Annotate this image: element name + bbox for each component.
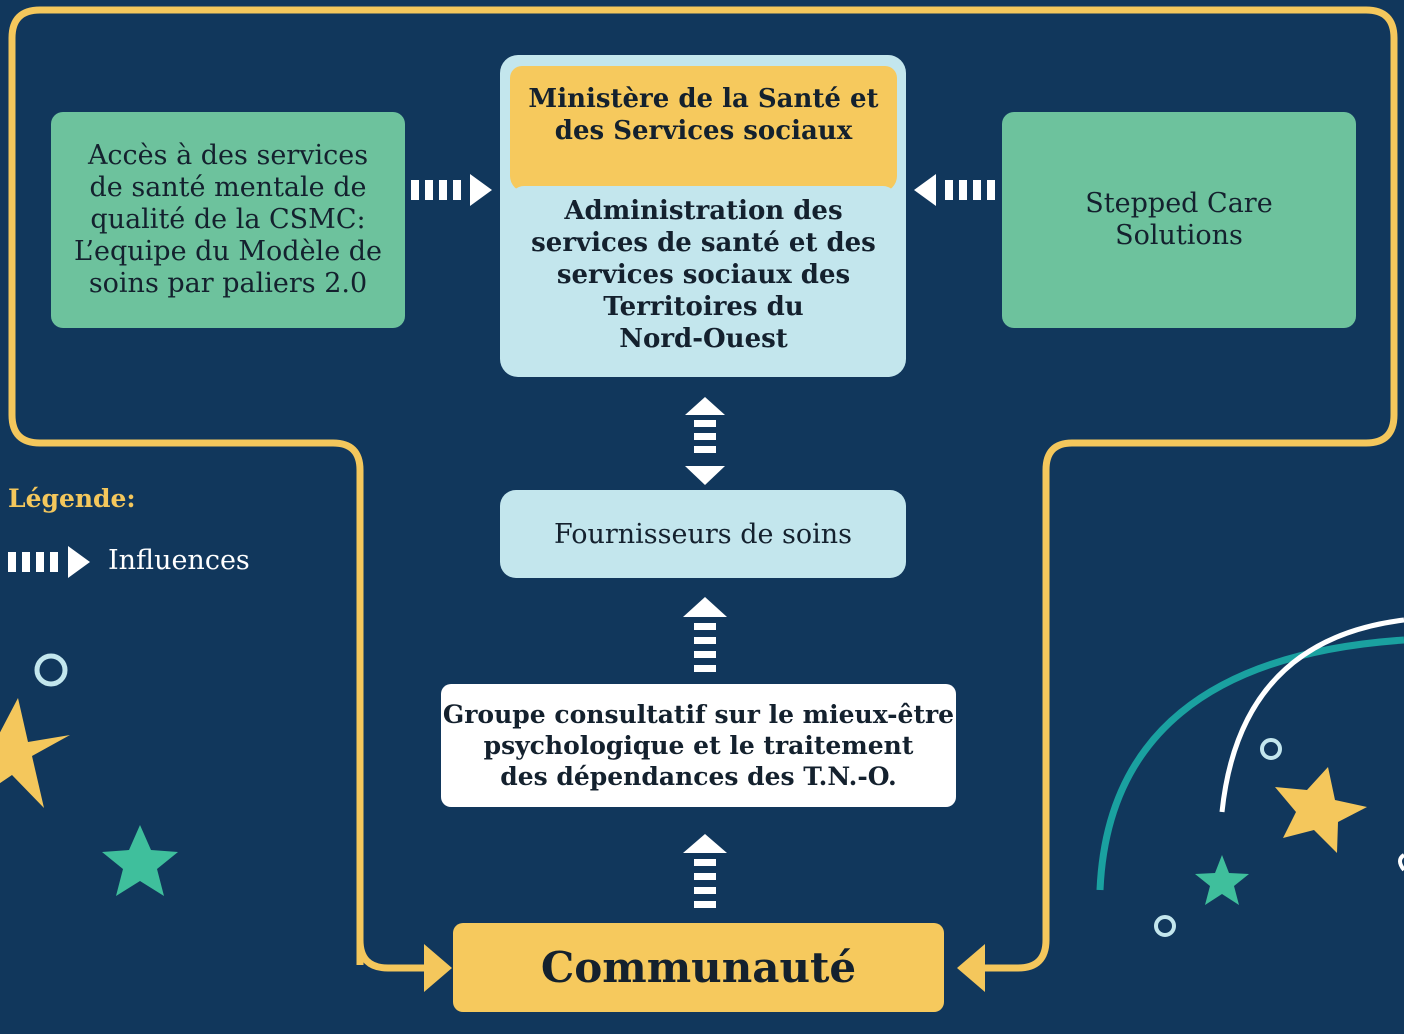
frame-outline-left [8, 6, 1398, 972]
influence-arrow-left [411, 174, 492, 206]
care-providers-box: Fournisseurs de soins [500, 490, 906, 578]
csmc-stepped-care-team-box: Accès à des services de santé mentale de… [51, 112, 405, 328]
star-icon-green-right [1195, 855, 1249, 905]
star-icon-yellow-right [1275, 767, 1367, 853]
white-arc [1219, 617, 1404, 813]
legend-arrow-icon [8, 546, 90, 578]
influence-arrow-right [914, 174, 995, 206]
star-icon-yellow-left [0, 698, 70, 808]
administration-box: Administration des services de santé et … [510, 186, 897, 376]
flow-arrowhead-left [424, 944, 452, 992]
legend-title: Légende: [8, 484, 136, 513]
ring-icon-right-bottom [1154, 915, 1176, 937]
star-icon-green-left [102, 825, 178, 896]
advisory-group-box: Groupe consultatif sur le mieux-être psy… [441, 684, 956, 807]
teal-arc [1096, 636, 1404, 891]
ministry-box: Ministère de la Santé et des Services so… [510, 66, 897, 192]
bidirectional-arrow [685, 397, 725, 485]
flow-arrowhead-right [957, 944, 985, 992]
stepped-care-solutions-box: Stepped Care Solutions [1002, 112, 1356, 328]
frame-outline-bottom-left [356, 939, 430, 972]
community-box: Communauté [453, 923, 944, 1012]
influence-arrow-up-2 [683, 834, 727, 908]
ring-icon-left [34, 653, 68, 687]
legend-influences-label: Influences [108, 545, 250, 576]
influence-arrow-up-1 [683, 597, 727, 672]
ring-icon-right-top [1260, 738, 1282, 760]
white-arc-edge [1398, 853, 1404, 872]
